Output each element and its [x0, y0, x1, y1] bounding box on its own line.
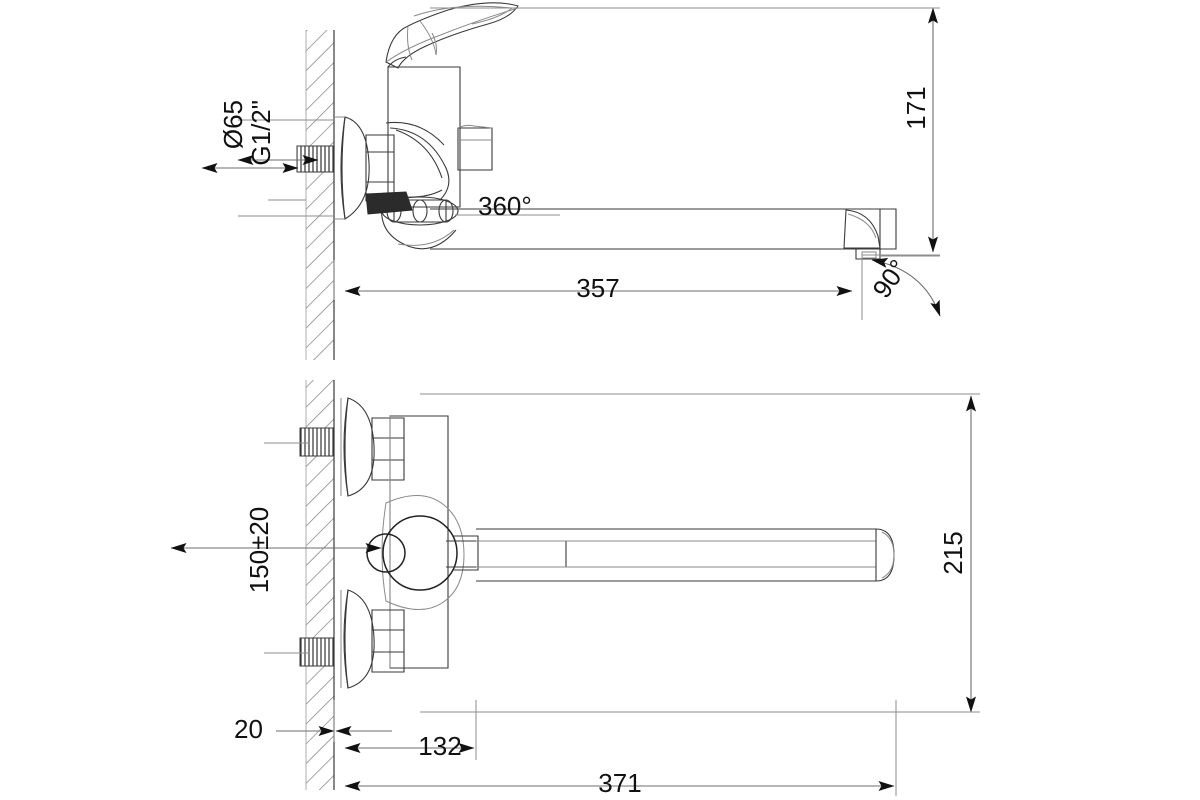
- dim-label-360: 360°: [478, 191, 532, 221]
- dim-label-150: 150±20: [244, 507, 274, 594]
- faucet-side-elevation: [296, 2, 897, 260]
- dim-height-171: [430, 7, 940, 257]
- dim-label-371: 371: [598, 768, 641, 798]
- dim-length-357: [333, 255, 863, 320]
- dim-inlet-centres-150: [170, 442, 382, 654]
- dim-body-depth-132: [344, 700, 477, 760]
- dim-label-215: 215: [938, 531, 968, 574]
- dim-label-90: 90°: [866, 254, 913, 303]
- wall-hatch-upper: [305, 30, 335, 360]
- dim-label-d65: Ø65: [218, 100, 248, 149]
- dim-label-g12: G1/2": [246, 100, 276, 166]
- faucet-front-elevation: [299, 397, 895, 689]
- dim-swivel-90: [862, 254, 941, 317]
- dim-label-132: 132: [418, 731, 461, 761]
- dim-label-171: 171: [901, 86, 931, 129]
- dim-label-357: 357: [576, 273, 619, 303]
- dim-label-20: 20: [234, 714, 263, 744]
- dim-thread-g12: [237, 119, 319, 201]
- dim-wall-offset-20: [276, 700, 392, 742]
- dim-overall-height-215: [420, 393, 980, 790]
